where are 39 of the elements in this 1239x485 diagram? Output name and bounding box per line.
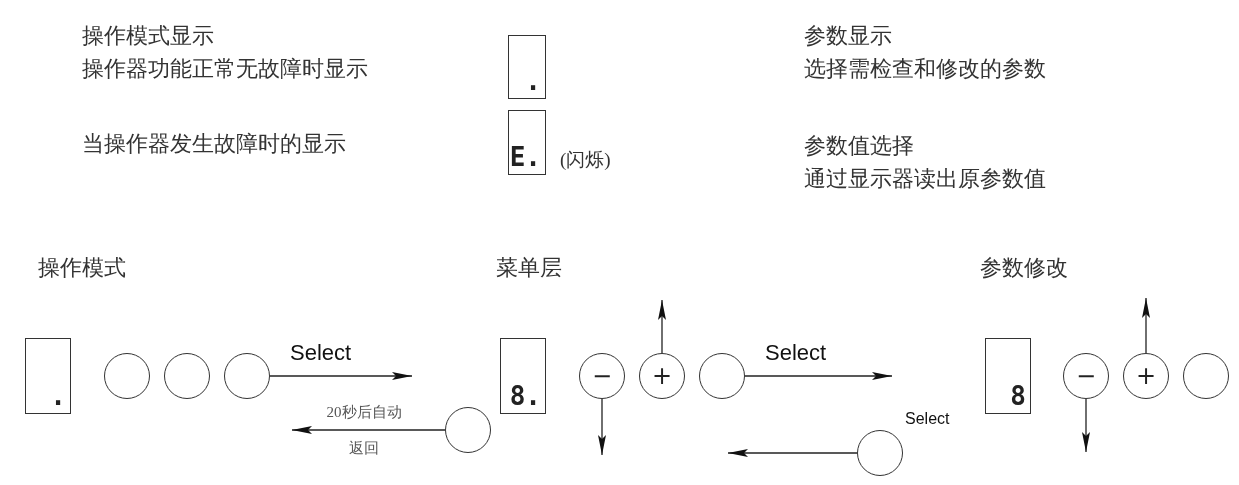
description-text: 参数值选择 [804,133,914,159]
key-button: + [1123,353,1169,399]
arrow [744,372,893,380]
display-window: 8 [985,338,1031,414]
arrow [727,449,858,457]
key-button [104,353,150,399]
edge-label: Select [290,340,352,366]
section-heading: 菜单层 [496,255,562,281]
key-button [1183,353,1229,399]
description-text: 当操作器发生故障时的显示 [82,131,346,157]
arrow [269,372,413,380]
key-button [857,430,903,476]
description-text: 操作模式显示 [82,23,214,49]
section-heading: 参数修改 [980,255,1068,281]
key-button [224,353,270,399]
key-button: − [1063,353,1109,399]
key-button: + [639,353,685,399]
arrow [1082,398,1090,453]
key-button [164,353,210,399]
display-window: E. [508,110,546,175]
display-window: 8. [500,338,546,414]
key-button [445,407,491,453]
note-text: (闪烁) [560,148,611,172]
key-button [699,353,745,399]
edge-label: Select [905,410,950,428]
display-window: . [25,338,71,414]
arrow [658,299,666,354]
description-text: 操作器功能正常无故障时显示 [82,56,368,82]
arrow [598,398,606,456]
description-text: 通过显示器读出原参数值 [804,166,1046,192]
edge-label: Select [765,340,827,366]
description-text: 选择需检查和修改的参数 [804,56,1046,82]
arrow [291,426,446,434]
section-heading: 操作模式 [38,255,126,281]
arrow [1142,297,1150,354]
key-button: − [579,353,625,399]
description-text: 参数显示 [804,23,892,49]
edge-label: 20秒后自动返回 [325,403,403,458]
display-window: . [508,35,546,99]
